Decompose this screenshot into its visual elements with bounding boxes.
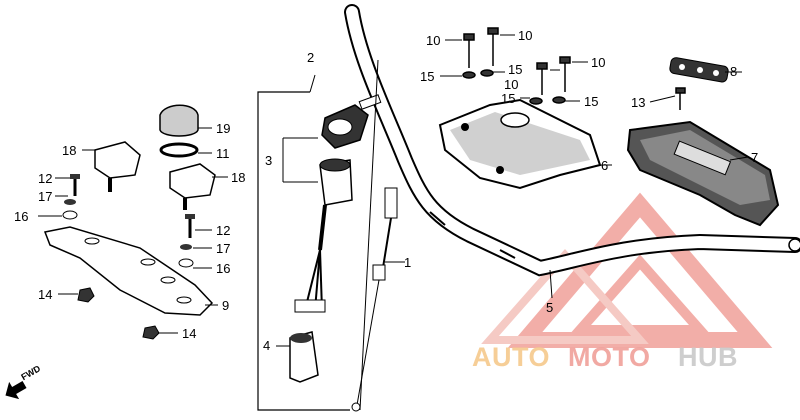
callout-14a: 14: [38, 287, 52, 302]
callout-7: 7: [751, 150, 758, 165]
callout-6: 6: [601, 158, 608, 173]
callout-17a: 17: [38, 189, 52, 204]
leader-lines: [38, 34, 749, 347]
watermark-text-moto: MOTO: [568, 342, 651, 372]
callout-1: 1: [404, 255, 411, 270]
callout-17b: 17: [216, 241, 230, 256]
handlebar-lower-cover: [626, 120, 780, 227]
watermark-text-hub: HUB: [678, 342, 738, 372]
ignition-switch-group: [257, 74, 382, 411]
watermark-logo: [481, 192, 773, 348]
forward-direction-indicator: FWD: [5, 363, 43, 400]
bolts-and-washers: [462, 27, 686, 110]
callout-2: 2: [307, 50, 314, 65]
callout-10c: 10: [591, 55, 605, 70]
callout-12a: 12: [38, 171, 52, 186]
callout-3: 3: [265, 153, 272, 168]
callout-15c: 15: [501, 91, 515, 106]
callout-8: 8: [730, 64, 737, 79]
callout-12b: 12: [216, 223, 230, 238]
callout-15b: 15: [508, 62, 522, 77]
throttle-cable: [351, 59, 405, 412]
handlebar-holder-plate: [669, 57, 729, 83]
callout-10d: 10: [504, 77, 518, 92]
callout-11: 11: [216, 146, 230, 161]
callout-18a: 18: [62, 143, 76, 158]
callout-16a: 16: [14, 209, 28, 224]
callout-15a: 15: [420, 69, 434, 84]
callout-10a: 10: [426, 33, 440, 48]
handlebar: [344, 4, 800, 299]
left-side-parts: [43, 104, 216, 340]
callout-5: 5: [546, 300, 553, 315]
callout-labels: 1 2 3 4 5 6 7 8 9 10 10 10 10 11 12 12 1…: [14, 28, 758, 353]
callout-18b: 18: [231, 170, 245, 185]
callout-15d: 15: [584, 94, 598, 109]
callout-19: 19: [216, 121, 230, 136]
callout-13: 13: [631, 95, 645, 110]
watermark-text-auto: AUTO: [472, 342, 550, 372]
watermark-text: AUTO MOTO HUB: [472, 342, 738, 372]
callout-16b: 16: [216, 261, 230, 276]
fwd-label: FWD: [19, 363, 42, 382]
callout-9: 9: [222, 298, 229, 313]
callout-10b: 10: [518, 28, 532, 43]
callout-4: 4: [263, 338, 270, 353]
callout-14b: 14: [182, 326, 196, 341]
handlebar-upper-cover: [438, 98, 602, 190]
